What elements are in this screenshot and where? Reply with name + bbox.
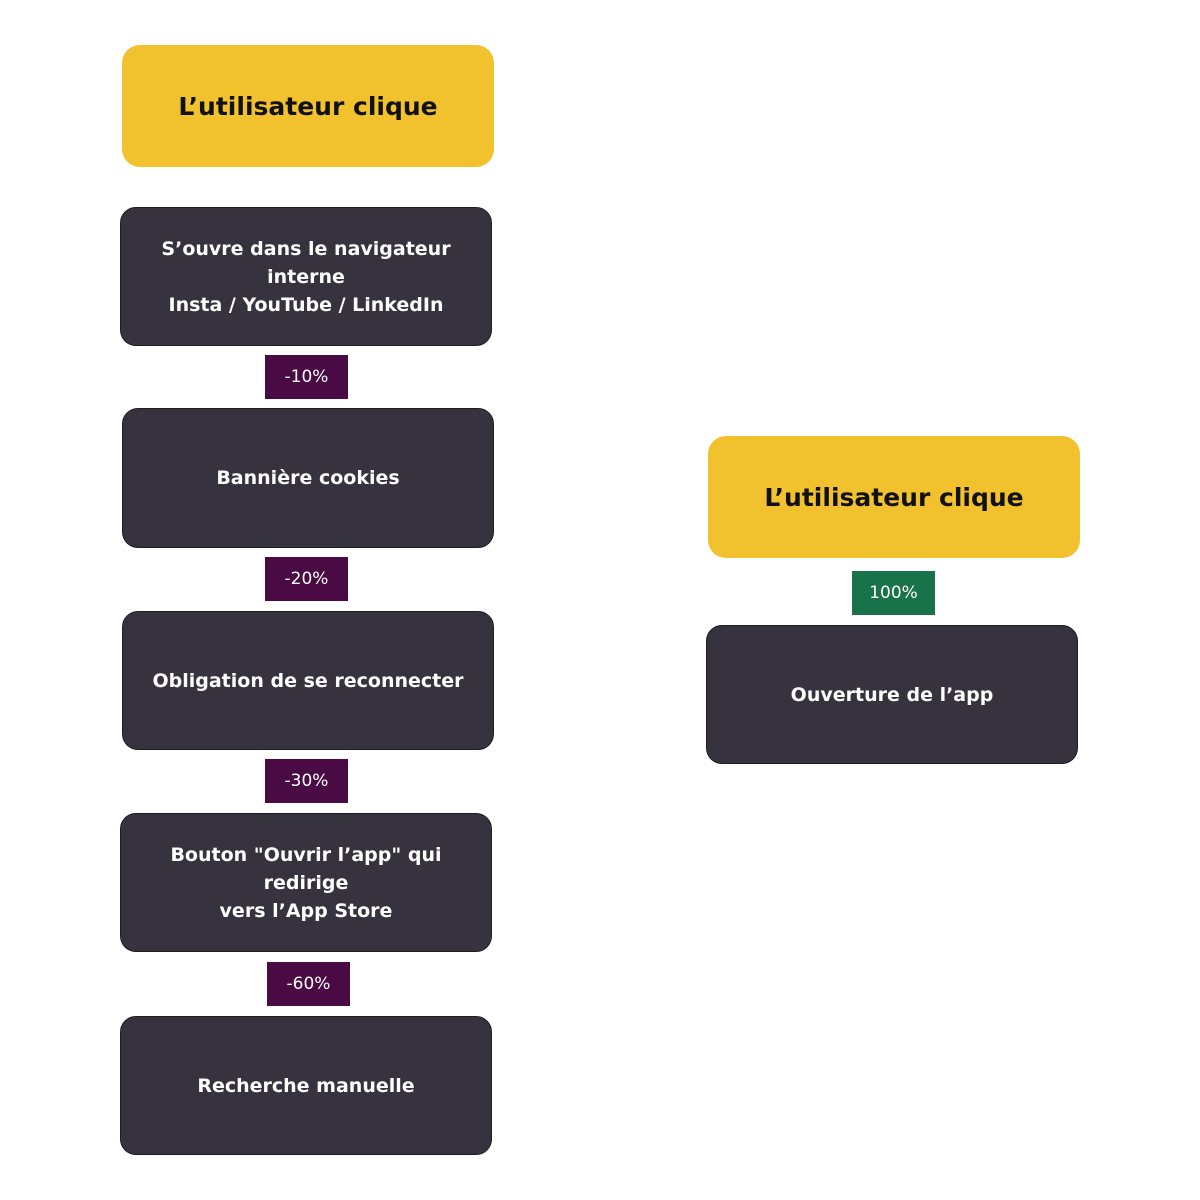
step-manual-search-line-1: Recherche manuelle <box>197 1074 415 1097</box>
success-badge-label: 100% <box>869 583 918 603</box>
step-open-app-button: Bouton "Ouvrir l’app" qui redirige vers … <box>120 813 492 952</box>
success-badge: 100% <box>852 571 935 615</box>
step-cookie-banner-line-1: Bannière cookies <box>216 467 400 489</box>
loss-badge-3-label: -30% <box>284 771 329 791</box>
loss-badge-1: -10% <box>265 355 348 399</box>
loss-badge-2: -20% <box>265 557 348 601</box>
step-manual-search: Recherche manuelle <box>120 1016 492 1155</box>
step-open-app-button-line-1: Bouton "Ouvrir l’app" qui redirige <box>170 843 442 894</box>
right-start-node: L’utilisateur clique <box>708 436 1080 558</box>
step-app-opens: Ouverture de l’app <box>706 625 1078 764</box>
left-start-node: L’utilisateur clique <box>122 45 494 167</box>
step-cookie-banner: Bannière cookies <box>122 408 494 548</box>
loss-badge-1-label: -10% <box>284 367 329 387</box>
step-internal-browser: S’ouvre dans le navigateur interne Insta… <box>120 207 492 346</box>
step-reconnect-line-1: Obligation de se reconnecter <box>152 669 464 692</box>
step-internal-browser-line-2: Insta / YouTube / LinkedIn <box>168 293 444 316</box>
loss-badge-2-label: -20% <box>284 569 329 589</box>
right-start-label: L’utilisateur clique <box>764 482 1024 512</box>
step-app-opens-line-1: Ouverture de l’app <box>790 683 994 706</box>
left-start-label: L’utilisateur clique <box>178 91 438 121</box>
loss-badge-4-label: -60% <box>286 974 331 994</box>
loss-badge-3: -30% <box>265 759 348 803</box>
step-open-app-button-line-2: vers l’App Store <box>219 899 393 922</box>
step-internal-browser-line-1: S’ouvre dans le navigateur interne <box>161 237 451 288</box>
loss-badge-4: -60% <box>267 962 350 1006</box>
step-reconnect: Obligation de se reconnecter <box>122 611 494 750</box>
